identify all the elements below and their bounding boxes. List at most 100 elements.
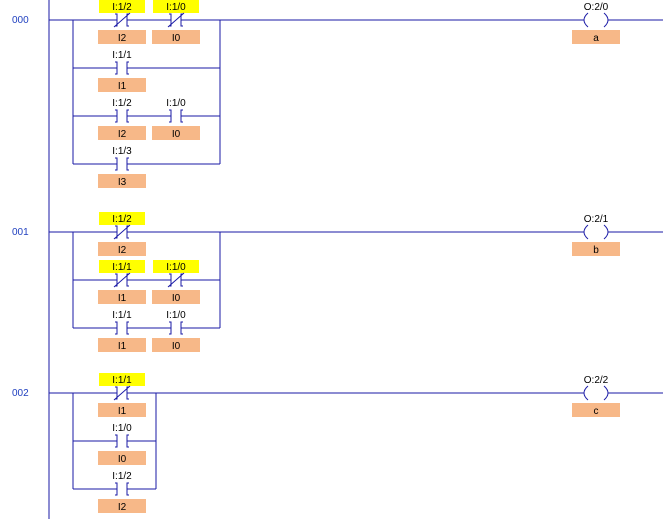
coil-symbol: c xyxy=(594,406,599,417)
rung-number: 000 xyxy=(12,15,29,26)
output-coil: O:2/0a xyxy=(572,2,620,44)
address-highlight xyxy=(99,260,145,273)
rung-number: 002 xyxy=(12,388,29,399)
output-coil: O:2/1 b xyxy=(572,214,620,256)
nc-contact: I:1/0I0 xyxy=(152,260,200,304)
contact-left-plate xyxy=(115,273,118,287)
contact-left-plate xyxy=(169,109,172,123)
branch: I:1/1I1 xyxy=(73,373,156,417)
coil-left-arc xyxy=(583,385,589,401)
contact-right-plate xyxy=(126,225,129,239)
branch: I:1/0I0 xyxy=(73,423,156,465)
symbol-box xyxy=(98,78,146,92)
contact-right-plate xyxy=(180,13,183,27)
rung-001: 001I:1/2I2I:1/1I1I:1/0I0I:1/1I1I:1/0I0O:… xyxy=(12,212,663,352)
contact-symbol: I0 xyxy=(118,454,127,465)
contact-left-plate xyxy=(115,321,118,335)
symbol-box xyxy=(98,451,146,465)
address-highlight xyxy=(99,0,145,13)
contact-address: I:1/2 xyxy=(112,98,132,109)
nc-contact: I:1/1I1 xyxy=(98,260,146,304)
nc-contact: I:1/2I2 xyxy=(98,0,146,44)
contact-address: I:1/2 xyxy=(112,214,132,225)
contact-address: I:1/2 xyxy=(112,471,132,482)
symbol-box xyxy=(98,242,146,256)
coil-symbol: a xyxy=(593,33,599,44)
contact-right-plate xyxy=(126,386,129,400)
branch: I:1/3I3 xyxy=(73,146,220,188)
no-contact: I:1/0I0 xyxy=(152,310,200,352)
contact-right-plate xyxy=(126,273,129,287)
symbol-box xyxy=(572,242,620,256)
contact-symbol: I3 xyxy=(118,177,127,188)
no-contact: I:1/2I2 xyxy=(98,98,146,140)
contact-symbol: I0 xyxy=(172,341,181,352)
contact-symbol: I0 xyxy=(172,129,181,140)
contact-nc-slash xyxy=(113,272,131,288)
coil-address: O:2/2 xyxy=(584,375,609,386)
contact-right-plate xyxy=(180,321,183,335)
symbol-box xyxy=(98,499,146,513)
contact-right-plate xyxy=(126,482,129,496)
address-highlight xyxy=(99,212,145,225)
contact-symbol: I1 xyxy=(118,341,127,352)
contact-symbol: I0 xyxy=(172,33,181,44)
output-coil: O:2/2 c xyxy=(572,375,620,417)
contact-right-plate xyxy=(126,434,129,448)
contact-left-plate xyxy=(115,61,118,75)
contact-address: I:1/1 xyxy=(112,310,132,321)
address-highlight xyxy=(153,0,199,13)
contact-address: I:1/1 xyxy=(112,262,132,273)
contact-right-plate xyxy=(126,61,129,75)
contact-symbol: I2 xyxy=(118,502,127,513)
symbol-box xyxy=(572,403,620,417)
coil-symbol: b xyxy=(593,245,599,256)
contact-address: I:1/1 xyxy=(112,375,132,386)
symbol-box xyxy=(98,174,146,188)
contact-right-plate xyxy=(180,273,183,287)
contact-address: I:1/0 xyxy=(166,262,186,273)
symbol-box xyxy=(152,126,200,140)
contact-symbol: I2 xyxy=(118,245,127,256)
coil-right-arc xyxy=(603,12,609,28)
rung-number: 001 xyxy=(12,227,29,238)
contact-right-plate xyxy=(126,13,129,27)
contact-address: I:1/0 xyxy=(112,423,132,434)
symbol-box xyxy=(98,126,146,140)
contact-right-plate xyxy=(126,157,129,171)
no-contact: I:1/0I0 xyxy=(152,98,200,140)
contact-nc-slash xyxy=(113,224,131,240)
symbol-box xyxy=(152,338,200,352)
contact-address: I:1/2 xyxy=(112,2,132,13)
no-contact: I:1/3I3 xyxy=(98,146,146,188)
coil-address: O:2/1 xyxy=(584,214,609,225)
symbol-box xyxy=(572,30,620,44)
contact-symbol: I2 xyxy=(118,33,127,44)
nc-contact: I:1/0I0 xyxy=(152,0,200,44)
contact-left-plate xyxy=(115,13,118,27)
contact-symbol: I2 xyxy=(118,129,127,140)
contact-address: I:1/1 xyxy=(112,50,132,61)
nc-contact: I:1/2I2 xyxy=(98,212,146,256)
symbol-box xyxy=(98,338,146,352)
contact-nc-slash xyxy=(167,12,185,28)
contact-left-plate xyxy=(115,109,118,123)
contact-symbol: I1 xyxy=(118,81,127,92)
branch: I:1/2I2 xyxy=(73,471,156,513)
no-contact: I:1/0I0 xyxy=(98,423,146,465)
contact-address: I:1/3 xyxy=(112,146,132,157)
contact-right-plate xyxy=(126,321,129,335)
contact-address: I:1/0 xyxy=(166,2,186,13)
symbol-box xyxy=(98,30,146,44)
address-highlight xyxy=(99,373,145,386)
symbol-box xyxy=(152,290,200,304)
contact-nc-slash xyxy=(113,385,131,401)
contact-address: I:1/0 xyxy=(166,98,186,109)
symbol-box xyxy=(152,30,200,44)
contact-right-plate xyxy=(180,109,183,123)
branch: I:1/2I2 xyxy=(73,212,220,256)
